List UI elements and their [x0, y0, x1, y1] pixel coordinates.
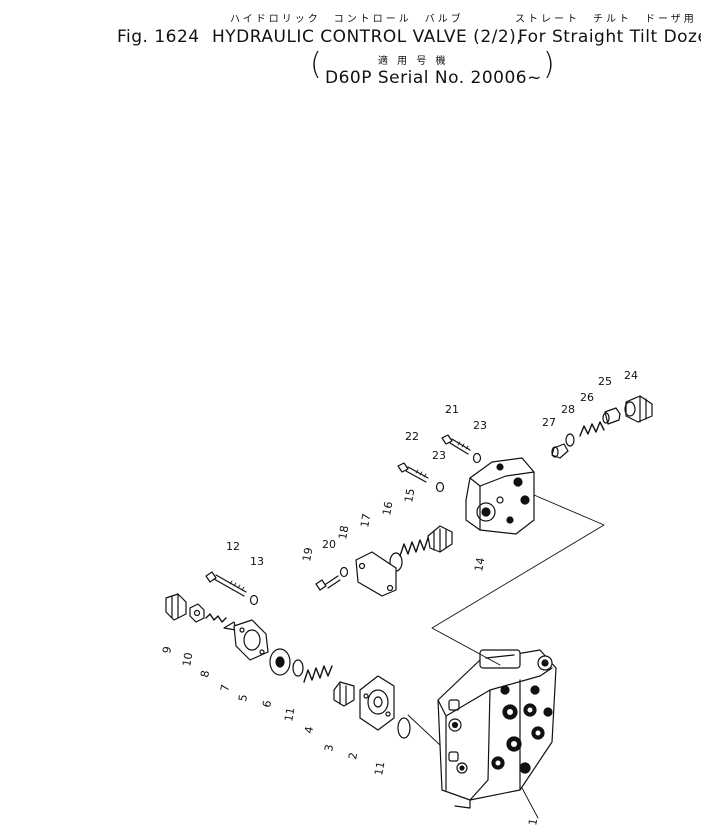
part-number-label-p25: 25: [598, 375, 612, 388]
washer-part-20: [339, 566, 349, 578]
washer-part-6: [269, 648, 291, 676]
part-number-label-p13: 13: [250, 555, 264, 568]
jp-title: ハイドロリック コントロール バルブ: [230, 14, 464, 25]
serial-number: D60P Serial No. 20006~: [325, 68, 542, 88]
washer-part-13: [249, 594, 259, 606]
piston-part-25: [602, 407, 621, 425]
part-number-label-p22: 22: [405, 430, 419, 443]
o-ring-part-11-upper: [292, 659, 304, 677]
plug-part-27: [551, 443, 569, 459]
part-number-label-p20: 20: [322, 538, 336, 551]
part-number-label-p5: 5: [236, 693, 250, 702]
bolt-part-12: [205, 571, 247, 597]
cover-plate-part-18: [355, 551, 397, 597]
part-number-label-p21: 21: [445, 403, 459, 416]
guide-line-cover-to-body: [431, 494, 605, 666]
o-ring-part-28: [565, 433, 575, 447]
valve-cover-part-5: [233, 619, 269, 661]
part-number-label-p16: 16: [380, 500, 395, 516]
bolt-part-19: [315, 575, 341, 591]
part-number-label-p10: 10: [180, 651, 195, 667]
washer-part-23-lower: [435, 481, 445, 493]
spring-part-16: [399, 537, 429, 557]
spool-part-3: [333, 681, 355, 707]
o-ring-part-11-lower: [397, 717, 411, 739]
part-number-label-p11a: 11: [282, 706, 297, 722]
part-number-label-p19: 19: [300, 546, 315, 562]
jp-serial-label: 適 用 号 機: [378, 56, 449, 67]
part-number-label-p6: 6: [260, 699, 274, 708]
figure-subtitle: For Straight Tilt Dozer: [518, 27, 701, 47]
part-number-label-p18: 18: [336, 524, 351, 540]
close-paren: ): [543, 47, 555, 82]
guide-line-part-1-leader: [521, 787, 539, 819]
plug-part-24: [624, 395, 653, 423]
guide-line-plug-to-valve: [407, 714, 441, 746]
jp-subtitle: ストレート チルト ドーザ用: [515, 14, 697, 25]
figure-number: Fig. 1624: [117, 27, 200, 47]
cap-nut-part-9: [165, 593, 187, 621]
spring-part-4: [303, 665, 333, 683]
part-number-label-p1: 1: [526, 817, 540, 826]
part-number-label-p9: 9: [160, 645, 174, 654]
part-number-label-p28: 28: [561, 403, 575, 416]
part-number-label-p3: 3: [322, 743, 336, 752]
screw-part-8: [205, 613, 227, 623]
part-number-label-p15: 15: [402, 487, 417, 503]
bolt-part-21: [441, 434, 471, 455]
part-number-label-p24: 24: [624, 369, 638, 382]
open-paren: (: [310, 47, 322, 82]
spool-end-part-15: [427, 525, 453, 553]
part-number-label-p14: 14: [472, 556, 487, 572]
spring-part-26: [579, 421, 605, 437]
part-number-label-p27: 27: [542, 416, 556, 429]
part-number-label-p8: 8: [198, 669, 212, 678]
part-number-label-p11b: 11: [372, 760, 387, 776]
nut-part-10: [189, 603, 205, 623]
part-number-label-p4: 4: [302, 725, 316, 734]
valve-cover-part-14: [465, 457, 535, 535]
part-number-label-p17: 17: [358, 512, 373, 528]
part-number-label-p23a: 23: [473, 419, 487, 432]
part-number-label-p23b: 23: [432, 449, 446, 462]
part-number-label-p26: 26: [580, 391, 594, 404]
part-number-label-p2: 2: [346, 751, 360, 760]
body-cover-part-2: [359, 675, 395, 731]
bolt-part-22: [397, 462, 429, 483]
part-number-label-p7: 7: [218, 683, 232, 692]
figure-title: HYDRAULIC CONTROL VALVE (2/2),: [212, 27, 523, 47]
control-valve-body-part-1: [437, 649, 557, 809]
part-number-label-p12: 12: [226, 540, 240, 553]
washer-part-23-upper: [472, 452, 482, 464]
